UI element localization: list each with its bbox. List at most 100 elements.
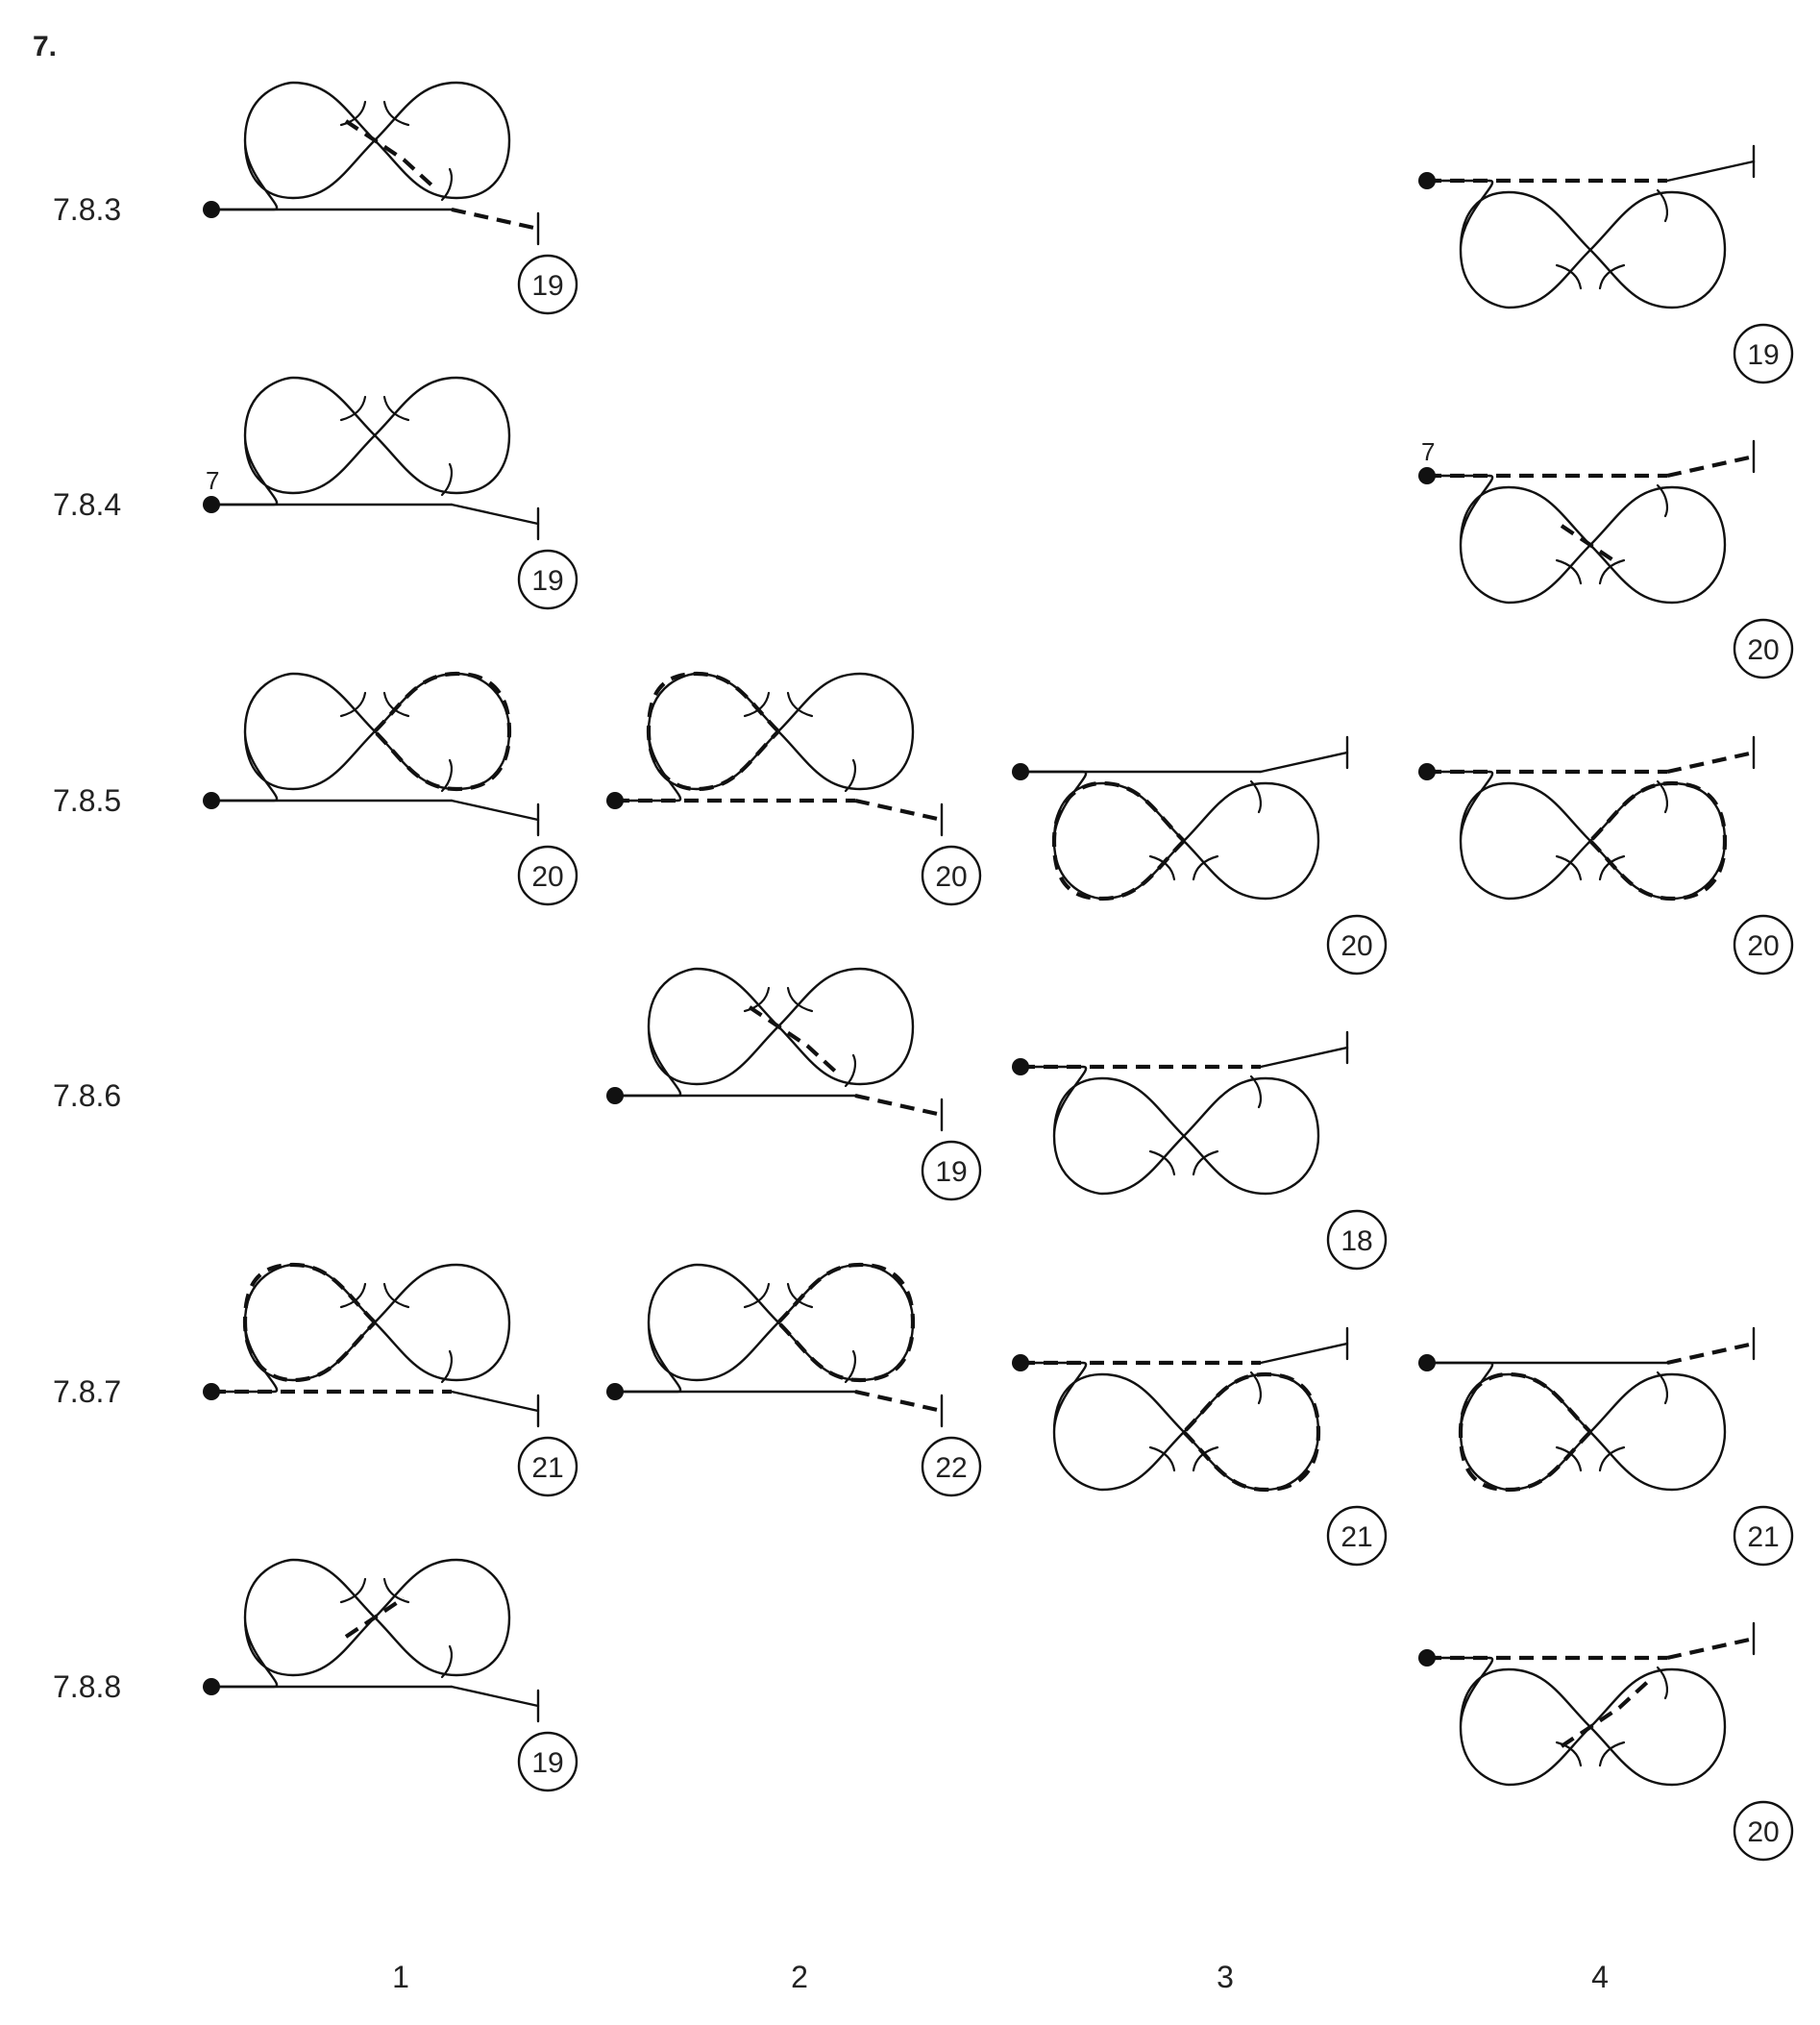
step-badge-number: 21 bbox=[531, 1452, 563, 1484]
tail-line bbox=[1666, 1636, 1755, 1661]
row-label: 7.8.7 bbox=[53, 1374, 121, 1409]
crossing-tick bbox=[339, 395, 367, 422]
knot-figure: 20 bbox=[1012, 735, 1388, 975]
dashed-strand bbox=[1560, 1675, 1655, 1748]
start-dot bbox=[606, 792, 624, 809]
crossing-tick bbox=[382, 691, 410, 718]
knot-body bbox=[1425, 1361, 1727, 1493]
knot-body bbox=[1425, 474, 1727, 605]
crossing-tick bbox=[440, 167, 453, 202]
tail-line bbox=[1666, 1341, 1755, 1366]
start-dot bbox=[1418, 763, 1436, 780]
crossing-tick bbox=[786, 691, 814, 718]
knot-loop bbox=[1425, 179, 1727, 309]
crossing-tick bbox=[1555, 854, 1583, 881]
step-badge bbox=[517, 549, 578, 610]
knot-body bbox=[1019, 1065, 1320, 1196]
crossing-tick bbox=[382, 100, 410, 127]
row-label: 7.8.5 bbox=[53, 783, 121, 818]
crossing-tick bbox=[1249, 1074, 1262, 1109]
knot-loop bbox=[209, 81, 511, 211]
crossing-tick bbox=[1598, 263, 1626, 290]
crossing-tick bbox=[743, 1282, 771, 1309]
tail-line bbox=[1665, 160, 1756, 183]
step-badge bbox=[1733, 1800, 1794, 1862]
step-badge bbox=[1326, 1505, 1388, 1567]
column-label: 4 bbox=[1591, 1960, 1609, 1994]
start-dot bbox=[1418, 172, 1436, 189]
crossing-tick bbox=[1598, 1741, 1626, 1767]
knot-figure: 19 bbox=[203, 81, 578, 315]
row-labels: 7.8.37.8.47.8.57.8.67.8.77.8.8 bbox=[53, 192, 121, 1704]
knot-body bbox=[613, 1262, 916, 1394]
step-badge bbox=[1326, 914, 1388, 975]
crossing-tick bbox=[1656, 1371, 1668, 1405]
dashed-strand bbox=[344, 119, 439, 192]
knot-loop bbox=[209, 376, 511, 506]
crossing-tick bbox=[1249, 1371, 1262, 1405]
step-badge-number: 19 bbox=[531, 270, 563, 302]
start-dot bbox=[203, 792, 220, 809]
column-label: 3 bbox=[1217, 1960, 1234, 1994]
crossing-tick bbox=[339, 691, 367, 718]
crossing-tick bbox=[844, 1053, 856, 1088]
step-badge bbox=[517, 1731, 578, 1792]
crossing-tick bbox=[1192, 1445, 1219, 1472]
row-label: 7.8.6 bbox=[53, 1078, 121, 1113]
knot-loop bbox=[613, 967, 915, 1098]
crossing-tick bbox=[1598, 854, 1626, 881]
step-badge bbox=[1326, 1209, 1388, 1271]
row-label: 7.8.3 bbox=[53, 192, 121, 227]
step-badge bbox=[1733, 914, 1794, 975]
knot-loop bbox=[1425, 1361, 1727, 1492]
dashed-strand bbox=[1182, 1371, 1321, 1493]
start-dot bbox=[1418, 467, 1436, 484]
knot-figure: 19 bbox=[203, 1558, 578, 1792]
knot-body bbox=[1425, 1656, 1727, 1787]
step-badge bbox=[517, 1436, 578, 1497]
step-badge-number: 21 bbox=[1340, 1521, 1372, 1553]
crossing-tick bbox=[339, 1282, 367, 1309]
crossing-tick bbox=[1555, 1445, 1583, 1472]
knot-loop bbox=[613, 672, 915, 803]
dashed-strand bbox=[344, 1596, 406, 1639]
step-badge-number: 19 bbox=[935, 1156, 967, 1188]
dashed-strand bbox=[646, 671, 780, 792]
section-label: 7. bbox=[33, 31, 57, 62]
knot-figure: 21 bbox=[203, 1262, 578, 1497]
step-badge bbox=[517, 845, 578, 906]
knot-figure: 20 bbox=[606, 671, 982, 906]
knot-body bbox=[613, 671, 915, 803]
tail-line bbox=[1666, 454, 1755, 479]
step-badge-number: 19 bbox=[531, 565, 563, 597]
step-badge-number: 20 bbox=[1747, 1816, 1779, 1848]
start-dot bbox=[606, 1383, 624, 1400]
start-dot bbox=[1012, 1354, 1029, 1371]
tail-line bbox=[854, 1389, 943, 1414]
column-label: 1 bbox=[392, 1960, 409, 1994]
knot-loop bbox=[1425, 770, 1727, 901]
crossing-tick bbox=[382, 395, 410, 422]
figure-marker: 7 bbox=[206, 466, 219, 495]
knot-body bbox=[209, 376, 511, 506]
knot-body bbox=[1019, 1361, 1321, 1493]
dashed-strand bbox=[1458, 1371, 1592, 1493]
start-dot bbox=[1418, 1354, 1436, 1371]
step-badge bbox=[1733, 618, 1794, 679]
step-badge bbox=[517, 254, 578, 315]
crossing-tick bbox=[1148, 1445, 1176, 1472]
figure-marker: 7 bbox=[1421, 437, 1435, 466]
crossing-tick bbox=[1656, 483, 1668, 518]
dashed-strand bbox=[1051, 780, 1186, 901]
crossing-tick bbox=[743, 691, 771, 718]
step-badge-number: 18 bbox=[1340, 1225, 1372, 1257]
knot-figure: 18 bbox=[1012, 1030, 1388, 1271]
step-badge-number: 21 bbox=[1747, 1521, 1779, 1553]
knot-figure: 720 bbox=[1418, 437, 1794, 679]
crossing-tick bbox=[1555, 558, 1583, 585]
knot-loop bbox=[1019, 1065, 1320, 1196]
crossing-tick bbox=[844, 758, 856, 793]
tail-line bbox=[450, 1390, 540, 1413]
